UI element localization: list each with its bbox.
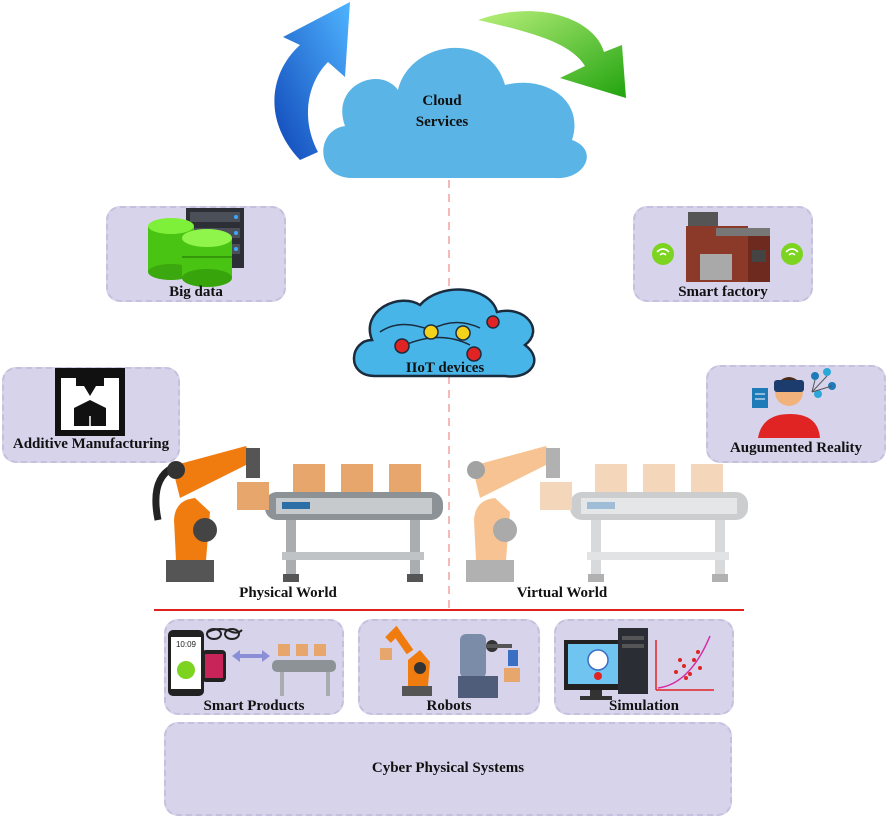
virtual-world-label: Virtual World [516, 585, 608, 601]
cloud-label-line2: Services [415, 114, 469, 130]
cps-title: Cyber Physical Systems [371, 760, 525, 776]
phone-time: 10:09 [175, 640, 197, 649]
cloud-label-line1: Cloud [422, 93, 462, 109]
smart-products-label: Smart Products [203, 698, 305, 714]
smart-factory-label: Smart factory [678, 284, 768, 300]
additive-label: Additive Manufacturing [12, 436, 170, 452]
big-data-label: Big data [169, 284, 223, 300]
iiot-label: IIoT devices [405, 360, 485, 376]
cps-panel [164, 722, 732, 816]
simulation-label: Simulation [608, 698, 680, 714]
robots-label: Robots [426, 698, 472, 714]
physical-world-label: Physical World [239, 585, 337, 601]
ar-label: Augumented Reality [729, 440, 863, 456]
